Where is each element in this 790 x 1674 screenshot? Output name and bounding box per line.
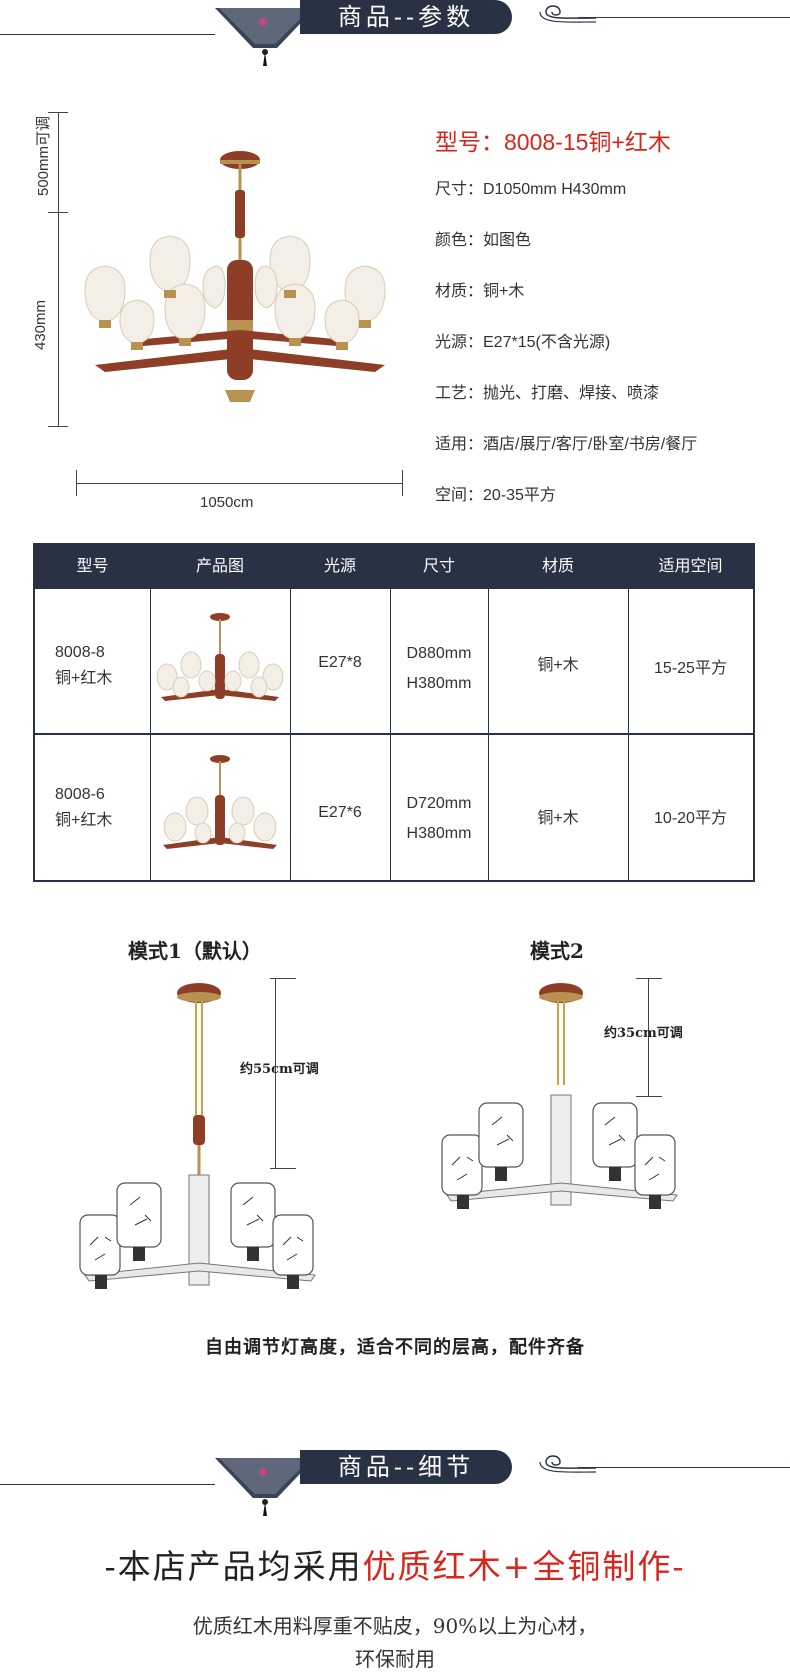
table-row-2-image [163,755,277,849]
dimension-chain-label: 500mm可调 [35,115,52,196]
table-row-divider [35,733,753,735]
mode-2-title: 模式2 [530,939,584,963]
size-diameter: D880mm [406,645,472,662]
table-header-space: 适用空间 [658,558,723,575]
table-header-model: 型号 [76,558,109,575]
dimension-tick [402,470,403,496]
table-header-size: 尺寸 [422,558,455,575]
detail-description-line-1: 优质红木用料厚重不贴皮，90%以上为心材， [192,1614,598,1638]
spec-usage: 适用：酒店/展厅/客厅/卧室/书房/餐厅 [435,436,698,453]
banner-rule-left [0,1484,215,1485]
mode-1-title: 模式1（默认） [128,939,262,963]
table-row-2-light: E27*6 [318,804,362,821]
detail-headline: -本店产品均采用优质红木+全铜制作- [0,1540,790,1588]
main-chandelier-image [84,151,386,402]
banner-rule-right [578,17,790,18]
folding-fan-icon [215,1458,315,1516]
dimension-tick [270,1168,296,1169]
table-row-2-space: 10-20平方 [654,810,727,827]
spec-craft: 工艺：抛光、打磨、焊接、喷漆 [435,385,660,402]
dimension-tick [270,978,296,979]
banner-label: 商品--细节 [300,1450,512,1484]
dimension-horizontal-line [76,483,402,484]
spec-color: 颜色：如图色 [435,232,532,249]
section-banner-params: 商品--参数 [0,0,790,70]
spec-material: 材质：铜+木 [435,283,525,300]
table-row-1-light: E27*8 [318,654,362,671]
table-row-2-material: 铜+木 [537,810,579,827]
folding-fan-icon [215,8,315,66]
mode-2-adjust-note: 约35cm可调 [604,1026,683,1041]
table-header-light: 光源 [323,558,356,575]
size-height: H380mm [406,825,472,842]
model-material: 铜+红木 [55,812,113,829]
detail-headline-highlight: 优质红木+全铜制作- [362,1547,686,1586]
model-code: 8008-8 [55,644,105,661]
table-row-1-model: 8008-8 铜+红木 [55,640,112,692]
banner-rule-right [578,1467,790,1468]
product-model-title: 型号：8008-15铜+红木 [435,129,671,155]
cloud-curl-icon [539,1455,597,1473]
table-row-1-space: 15-25平方 [654,660,727,677]
spec-space: 空间：20-35平方 [435,487,556,504]
dimension-tick [48,212,68,213]
table-header-row: 型号 产品图 光源 尺寸 材质 适用空间 [35,545,753,589]
detail-description-line-2: 环保耐用 [355,1647,435,1671]
dimension-tick [636,1096,662,1097]
mode-2-chandelier-image [441,983,678,1209]
dimension-width-label: 1050cm [200,494,254,511]
height-adjust-caption: 自由调节灯高度，适合不同的层高，配件齐备 [205,1337,585,1358]
mode-2-height-line [648,978,649,1096]
detail-headline-prefix: -本店产品均采用 [104,1547,363,1586]
table-row-1-image [156,613,284,701]
table-header-material: 材质 [541,558,574,575]
cloud-curl-icon [539,5,597,23]
table-row-1-material: 铜+木 [537,657,579,674]
spec-light-source: 光源：E27*15(不含光源) [435,334,611,351]
banner-label: 商品--参数 [300,0,512,34]
mode-1-chandelier-image [79,983,316,1289]
table-row-2-model: 8008-6 铜+红木 [55,782,112,834]
section-banner-details: 商品--细节 [0,1450,790,1520]
mode-1-adjust-note: 约55cm可调 [240,1062,319,1077]
table-row-1-size: D880mm H380mm [390,639,488,699]
dimension-tick [76,470,77,496]
model-comparison-table: 型号 产品图 光源 尺寸 材质 适用空间 8008-8 铜+红木 E27*8 D… [33,543,755,882]
dimension-height-label: 430mm [32,299,49,350]
dimension-tick [48,426,68,427]
size-height: H380mm [406,675,472,692]
table-row-2-size: D720mm H380mm [390,789,488,849]
model-code: 8008-6 [55,786,105,803]
model-material: 铜+红木 [55,670,113,687]
dimension-tick [636,978,662,979]
banner-rule-left [0,34,215,35]
table-header-image: 产品图 [195,558,244,575]
mode-1-height-line [275,978,276,1168]
dimension-tick [48,112,68,113]
size-diameter: D720mm [406,795,472,812]
dimension-vertical-line [58,112,59,426]
spec-size: 尺寸：D1050mm H430mm [435,181,627,198]
